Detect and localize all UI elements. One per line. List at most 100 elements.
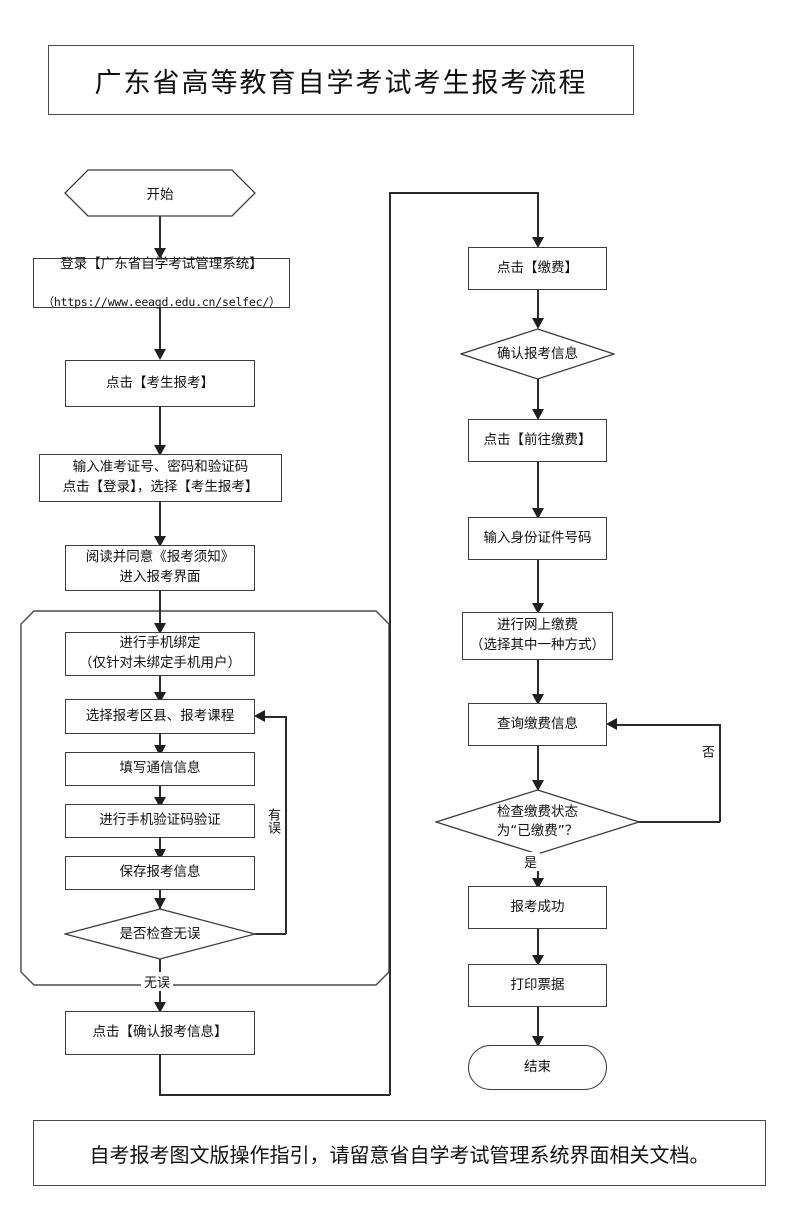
edge-label-has-error: 有误 xyxy=(263,805,282,837)
arrow-apply-success-to-print xyxy=(532,955,544,966)
node-select-course-label: 选择报考区县、报考课程 xyxy=(85,707,235,724)
connector-goto-pay-to-enter-id xyxy=(537,462,539,516)
arrow-print-to-end xyxy=(532,1036,544,1047)
node-read-notice: 阅读并同意《报考须知》 进入报考界面 xyxy=(65,545,255,591)
connector-print-to-end xyxy=(537,1007,539,1044)
connector-confirm-info-down xyxy=(159,1055,161,1096)
node-click-pay-label: 点击【缴费】 xyxy=(497,259,578,276)
connector-no-h-bottom xyxy=(638,821,720,823)
node-goto-pay-label: 点击【前往缴费】 xyxy=(483,431,592,448)
connector-right-top-h xyxy=(389,192,539,194)
connector-no-h-top xyxy=(616,724,720,726)
page-title: 广东省高等教育自学考试考生报考流程 xyxy=(94,67,588,99)
node-click-pay: 点击【缴费】 xyxy=(468,247,607,290)
connector-login-to-click-apply xyxy=(159,308,161,355)
node-query-pay-label: 查询缴费信息 xyxy=(497,715,578,732)
connector-notice-to-bind-phone xyxy=(159,591,161,629)
node-online-pay: 进行网上缴费 （选择其中一种方式） xyxy=(462,612,613,660)
node-enter-id-label: 输入身份证件号码 xyxy=(483,529,592,546)
node-apply-success-label: 报考成功 xyxy=(510,898,565,915)
node-verify-sms-label: 进行手机验证码验证 xyxy=(99,812,221,829)
connector-click-pay-to-confirm-apply xyxy=(537,290,539,326)
arrow-fill-contact-to-verify-sms xyxy=(154,797,166,808)
diagram-title-box: 广东省高等教育自学考试考生报考流程 xyxy=(48,45,634,115)
node-end: 结束 xyxy=(468,1045,607,1090)
node-confirm-info-label: 点击【确认报考信息】 xyxy=(92,1024,228,1041)
node-print-receipt: 打印票据 xyxy=(468,964,607,1007)
node-bind-phone-label: 进行手机绑定 （仅针对未绑定手机用户） xyxy=(79,635,241,671)
node-bind-phone: 进行手机绑定 （仅针对未绑定手机用户） xyxy=(65,632,255,676)
connector-click-apply-to-credentials xyxy=(159,407,161,451)
connector-confirm-info-right xyxy=(159,1094,390,1096)
node-check-pay-label: 检查缴费状态 为“已缴费”？ xyxy=(496,804,579,839)
connector-left-to-right-riser xyxy=(389,192,391,1095)
node-confirm-apply: 确认报考信息 xyxy=(460,328,615,380)
node-confirm-apply-label: 确认报考信息 xyxy=(497,345,578,362)
node-fill-contact: 填写通信信息 xyxy=(65,752,255,786)
edge-label-no-error: 无误 xyxy=(141,972,174,991)
node-check-pay: 检查缴费状态 为“已缴费”？ xyxy=(435,789,640,855)
arrow-into-click-pay xyxy=(532,237,544,248)
arrow-no-to-query-pay xyxy=(606,718,617,730)
edge-label-no: 否 xyxy=(697,742,716,761)
connector-credentials-to-notice xyxy=(159,502,161,542)
registration-group-frame xyxy=(20,610,390,990)
arrow-goto-pay-to-enter-id xyxy=(532,508,544,519)
node-click-apply-label: 点击【考生报考】 xyxy=(106,374,214,391)
node-read-notice-label: 阅读并同意《报考须知》 进入报考界面 xyxy=(85,549,235,585)
connector-has-error-h-bottom xyxy=(255,933,286,935)
node-save-info: 保存报考信息 xyxy=(65,856,255,890)
node-save-info-label: 保存报考信息 xyxy=(119,864,201,881)
connector-confirm-apply-to-goto-pay xyxy=(537,379,539,416)
arrow-bind-phone-to-select-course xyxy=(154,692,166,703)
node-login: 登录【广东省自学考试管理系统】 （https://www.eeagd.edu.c… xyxy=(33,256,290,310)
node-enter-id: 输入身份证件号码 xyxy=(468,517,607,560)
footer-note-box: 自考报考图文版操作指引，请留意省自学考试管理系统界面相关文档。 xyxy=(33,1120,766,1186)
arrow-check-ok-to-confirm-info xyxy=(154,1002,166,1013)
arrow-enter-id-to-online-pay xyxy=(532,603,544,614)
edge-label-yes: 是 xyxy=(521,852,541,871)
arrow-has-error-to-select-course xyxy=(254,710,265,722)
connector-online-pay-to-query-pay xyxy=(537,660,539,702)
connector-has-error-h-top xyxy=(263,716,286,718)
node-start-label: 开始 xyxy=(146,187,174,203)
node-enter-credentials-label: 输入准考证号、密码和验证码 点击【登录】，选择【考生报考】 xyxy=(62,459,259,495)
arrow-credentials-to-notice xyxy=(154,536,166,547)
connector-enter-id-to-online-pay xyxy=(537,560,539,611)
node-goto-pay: 点击【前往缴费】 xyxy=(468,419,607,462)
node-query-pay: 查询缴费信息 xyxy=(468,703,607,746)
node-select-course: 选择报考区县、报考课程 xyxy=(65,699,255,734)
connector-query-pay-to-check-pay xyxy=(537,746,539,788)
node-check-ok-label: 是否检查无误 xyxy=(119,925,201,942)
node-print-receipt-label: 打印票据 xyxy=(510,976,565,993)
connector-start-to-login xyxy=(159,216,161,254)
node-online-pay-label: 进行网上缴费 （选择其中一种方式） xyxy=(470,617,605,653)
node-end-label: 结束 xyxy=(524,1058,551,1075)
arrow-yes-to-apply-success xyxy=(532,878,544,889)
arrow-select-course-to-fill-contact xyxy=(154,745,166,756)
node-login-label-line2: （https://www.eeagd.edu.cn/selfec/） xyxy=(42,295,281,310)
arrow-start-to-login xyxy=(154,248,166,259)
node-verify-sms: 进行手机验证码验证 xyxy=(65,804,255,838)
arrow-notice-to-bind-phone xyxy=(154,623,166,634)
connector-into-click-pay xyxy=(537,192,539,245)
node-click-apply: 点击【考生报考】 xyxy=(65,360,255,407)
arrow-login-to-click-apply xyxy=(154,349,166,360)
connector-bind-phone-to-select-course xyxy=(159,676,161,699)
connector-apply-success-to-print xyxy=(537,929,539,962)
node-apply-success: 报考成功 xyxy=(468,886,607,929)
arrow-confirm-apply-to-goto-pay xyxy=(532,409,544,420)
node-start: 开始 xyxy=(64,169,256,217)
node-enter-credentials: 输入准考证号、密码和验证码 点击【登录】，选择【考生报考】 xyxy=(39,454,282,502)
connector-has-error-v xyxy=(285,716,287,934)
connector-no-v xyxy=(719,724,721,822)
node-fill-contact-label: 填写通信信息 xyxy=(119,760,201,777)
arrow-click-apply-to-credentials xyxy=(154,445,166,456)
node-login-label-line1: 登录【广东省自学考试管理系统】 xyxy=(60,256,263,273)
arrow-verify-sms-to-save-info xyxy=(154,849,166,860)
arrow-save-info-to-check-ok xyxy=(154,898,166,909)
arrow-query-pay-to-check-pay xyxy=(532,780,544,791)
footer-note: 自考报考图文版操作指引，请留意省自学考试管理系统界面相关文档。 xyxy=(89,1142,710,1167)
node-confirm-info: 点击【确认报考信息】 xyxy=(65,1011,255,1055)
